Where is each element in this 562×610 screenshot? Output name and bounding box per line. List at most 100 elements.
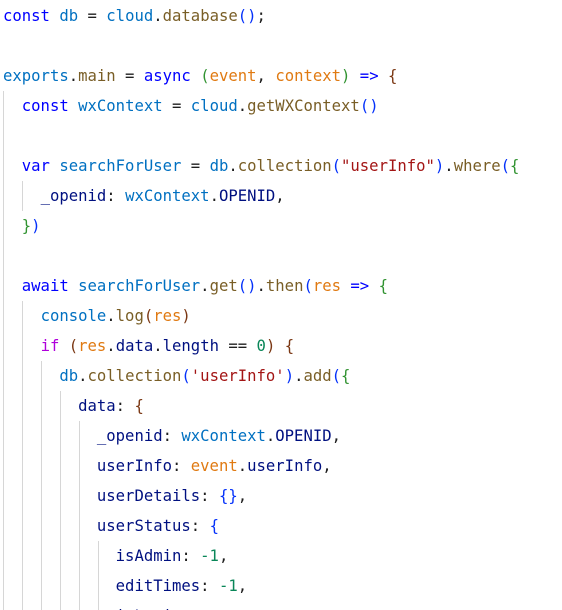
indent-guide <box>79 421 80 451</box>
variable: cloud <box>106 7 154 25</box>
indent-guide <box>22 571 23 601</box>
keyword: if <box>40 337 60 355</box>
bracket: } <box>228 487 238 505</box>
code-line[interactable]: isLogin <box>0 601 562 610</box>
indent-guide <box>22 541 23 571</box>
indent-guide <box>3 211 4 241</box>
property: OPENID <box>218 187 276 205</box>
indent-guide <box>79 601 80 610</box>
bracket: { <box>341 367 351 385</box>
code-line[interactable]: if (res.data.length == 0) { <box>0 331 562 361</box>
code-line[interactable]: await searchForUser.get().then(res => { <box>0 271 562 301</box>
bracket: { <box>134 397 144 415</box>
bracket: ) <box>284 367 295 385</box>
bracket: ) <box>181 307 191 325</box>
operator: = <box>162 97 191 115</box>
bracket: ) <box>31 217 41 235</box>
indent-guide <box>3 151 4 181</box>
punctuation: , <box>322 457 332 475</box>
code-line[interactable]: console.log(res) <box>0 301 562 331</box>
code-line[interactable]: userInfo: event.userInfo, <box>0 451 562 481</box>
variable: db <box>209 157 229 175</box>
indent-guide <box>41 391 42 421</box>
property: userStatus <box>96 517 191 535</box>
code-line[interactable] <box>0 121 562 151</box>
keyword: async <box>143 67 191 85</box>
punctuation: . <box>106 307 116 325</box>
bracket: ) <box>341 67 351 85</box>
code-line[interactable]: const db = cloud.database(); <box>0 1 562 31</box>
code-line[interactable]: var searchForUser = db.collection("userI… <box>0 151 562 181</box>
bracket: ( <box>68 337 79 355</box>
indent-guide <box>22 331 23 361</box>
function-name: add <box>303 367 332 385</box>
punctuation: , <box>331 427 342 445</box>
indent-guide <box>60 541 61 571</box>
indent-guide <box>3 601 4 610</box>
bracket: { <box>387 67 398 85</box>
variable: db <box>49 7 79 25</box>
code-line[interactable] <box>0 241 562 271</box>
bracket: ( <box>331 367 342 385</box>
property: userDetails <box>96 487 201 505</box>
punctuation: : <box>200 577 219 595</box>
code-line[interactable]: exports.main = async (event, context) =>… <box>0 61 562 91</box>
indent-guide <box>79 571 80 601</box>
indent-guide <box>41 421 42 451</box>
code-line[interactable]: }) <box>0 211 562 241</box>
bracket: { <box>510 157 520 175</box>
function-name: main <box>78 67 116 85</box>
variable: cloud <box>190 97 238 115</box>
indent-guide <box>3 391 4 421</box>
bracket: { <box>209 517 219 535</box>
property: data <box>115 337 154 355</box>
code-line[interactable]: db.collection('userInfo').add({ <box>0 361 562 391</box>
punctuation: . <box>265 427 276 445</box>
code-line[interactable] <box>0 31 562 61</box>
bracket: { <box>218 487 229 505</box>
indent-guide <box>3 271 4 301</box>
code-line[interactable]: userDetails: {}, <box>0 481 562 511</box>
code-line[interactable]: userStatus: { <box>0 511 562 541</box>
indent-guide <box>60 421 61 451</box>
code-line[interactable]: data: { <box>0 391 562 421</box>
property: editTimes <box>115 577 201 595</box>
operator: = <box>78 7 107 25</box>
punctuation: . <box>78 367 88 385</box>
indent-guide <box>79 511 80 541</box>
variable: exports <box>3 67 69 85</box>
property: isAdmin <box>115 547 182 565</box>
bracket: ( <box>331 157 342 175</box>
punctuation: , <box>237 487 248 505</box>
bracket: ( <box>237 277 248 295</box>
code-line[interactable]: const wxContext = cloud.getWXContext() <box>0 91 562 121</box>
punctuation: , <box>256 67 276 85</box>
indent-guide <box>79 541 80 571</box>
punctuation: : <box>190 517 210 535</box>
indent-guide <box>41 541 42 571</box>
indent-guide <box>60 571 61 601</box>
punctuation: . <box>209 187 219 205</box>
punctuation: . <box>228 157 238 175</box>
variable: searchForUser <box>49 157 182 175</box>
function-name: collection <box>87 367 182 385</box>
bracket: ( <box>237 7 248 25</box>
code-line[interactable]: editTimes: -1, <box>0 571 562 601</box>
indent-guide <box>22 391 23 421</box>
indent-guide <box>22 361 23 391</box>
punctuation: : <box>200 487 219 505</box>
indent-guide <box>3 481 4 511</box>
keyword: var <box>21 157 50 175</box>
number-literal: -1 <box>218 577 238 595</box>
code-line[interactable]: _openid: wxContext.OPENID, <box>0 421 562 451</box>
code-line[interactable]: isAdmin: -1, <box>0 541 562 571</box>
punctuation: , <box>237 577 248 595</box>
code-line[interactable]: _openid: wxContext.OPENID, <box>0 181 562 211</box>
indent-guide <box>3 241 4 271</box>
punctuation: . <box>68 67 79 85</box>
indent-guide <box>60 391 61 421</box>
bracket: ( <box>303 277 313 295</box>
number-literal: 0 <box>256 337 266 355</box>
function-name: getWXContext <box>247 97 360 115</box>
